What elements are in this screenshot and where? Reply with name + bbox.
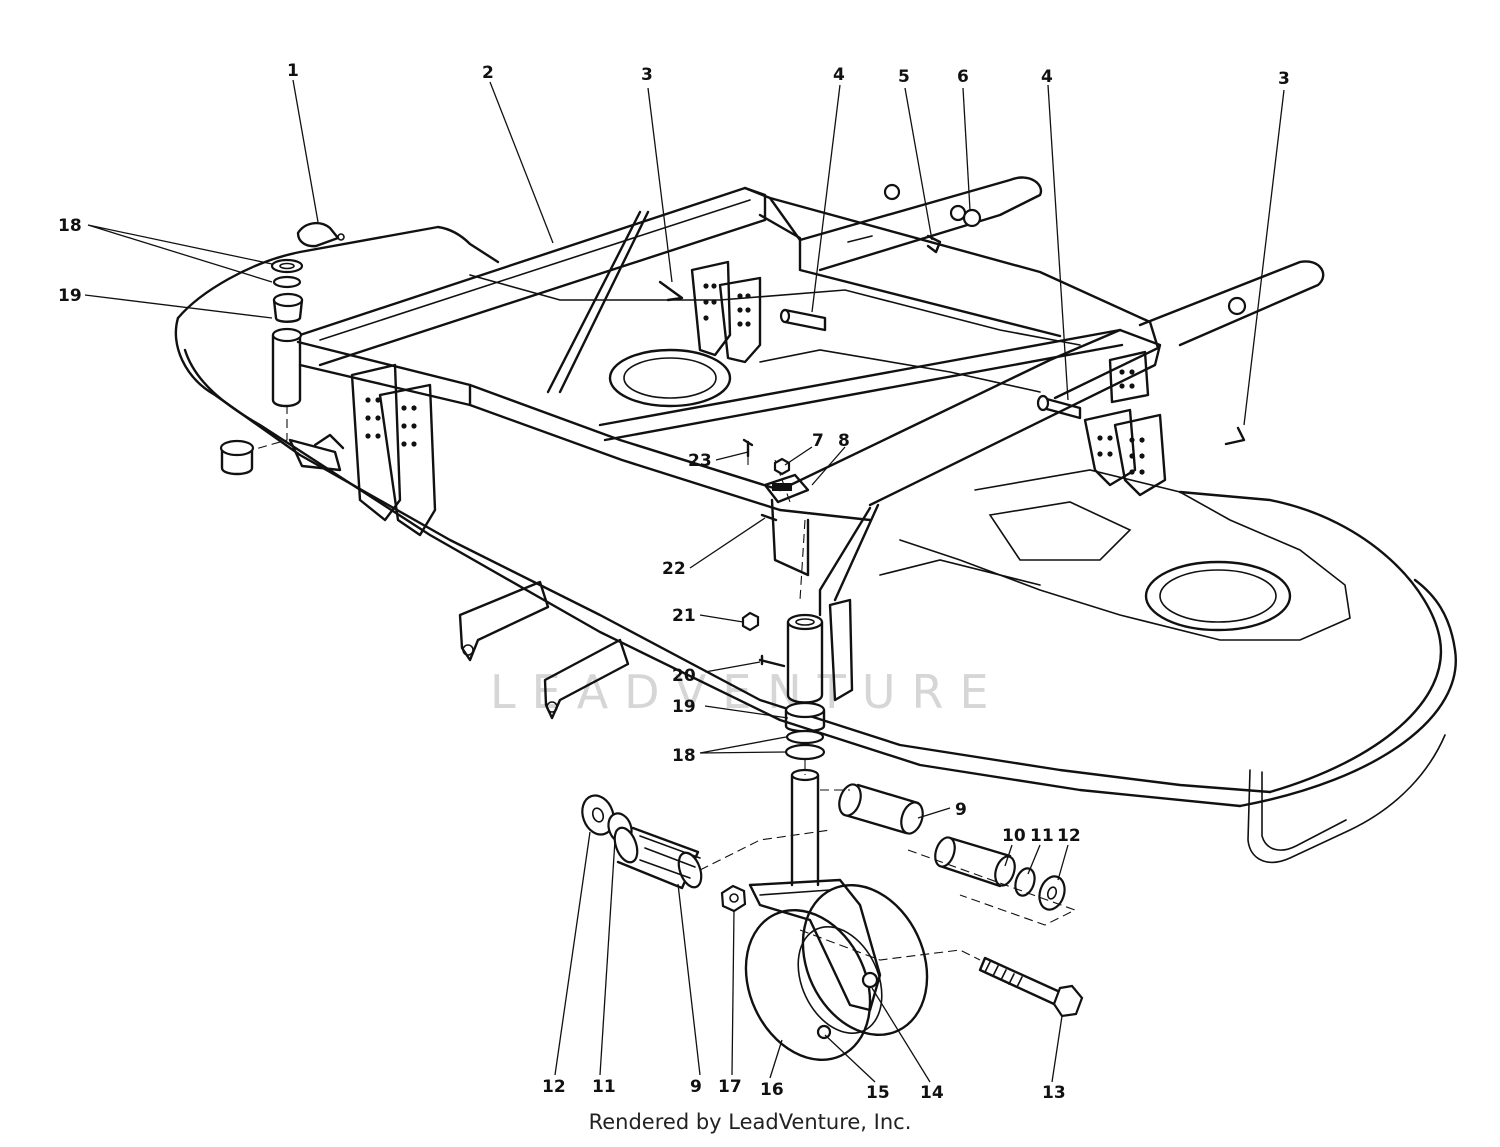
credit-text: Rendered by LeadVenture, Inc. <box>588 1110 912 1134</box>
callout-2: 2 <box>482 63 494 83</box>
callout-23: 23 <box>688 451 712 471</box>
callout-3-right: 3 <box>1278 69 1290 89</box>
callout-4-right: 4 <box>1041 67 1053 87</box>
callout-9-left: 9 <box>690 1077 702 1097</box>
callout-17: 17 <box>718 1077 742 1097</box>
callout-19-lower: 19 <box>672 697 696 717</box>
callout-16: 16 <box>760 1080 784 1100</box>
callout-10: 10 <box>1002 826 1026 846</box>
callout-14: 14 <box>920 1083 944 1103</box>
hitch-frame <box>296 176 1325 702</box>
callout-22: 22 <box>662 559 686 579</box>
callout-20: 20 <box>672 666 696 686</box>
caster-wheel-assembly <box>581 438 1084 1062</box>
callout-4: 4 <box>833 65 845 85</box>
callout-11-right: 11 <box>1030 826 1054 846</box>
callout-18-upper: 18 <box>58 216 82 236</box>
callout-18-lower: 18 <box>672 746 696 766</box>
callout-21: 21 <box>672 606 696 626</box>
callout-12-right: 12 <box>1057 826 1081 846</box>
pins <box>658 234 1246 446</box>
callout-8: 8 <box>838 431 850 451</box>
left-pivot-parts <box>219 221 345 476</box>
callout-7: 7 <box>812 431 824 451</box>
leader-lines <box>84 79 1285 1083</box>
callout-19-upper: 19 <box>58 286 82 306</box>
callout-6: 6 <box>957 67 969 87</box>
callout-13: 13 <box>1042 1083 1066 1103</box>
callout-5: 5 <box>898 67 910 87</box>
mower-deck <box>174 225 1457 864</box>
callout-11-left: 11 <box>592 1077 616 1097</box>
callout-1: 1 <box>287 61 299 81</box>
callout-12-left: 12 <box>542 1077 566 1097</box>
callout-15: 15 <box>866 1083 890 1103</box>
callout-9-right: 9 <box>955 800 967 820</box>
callout-labels: 1 2 3 4 5 6 4 3 18 19 7 8 23 22 21 20 19… <box>58 61 1290 1103</box>
callout-3: 3 <box>641 65 653 85</box>
